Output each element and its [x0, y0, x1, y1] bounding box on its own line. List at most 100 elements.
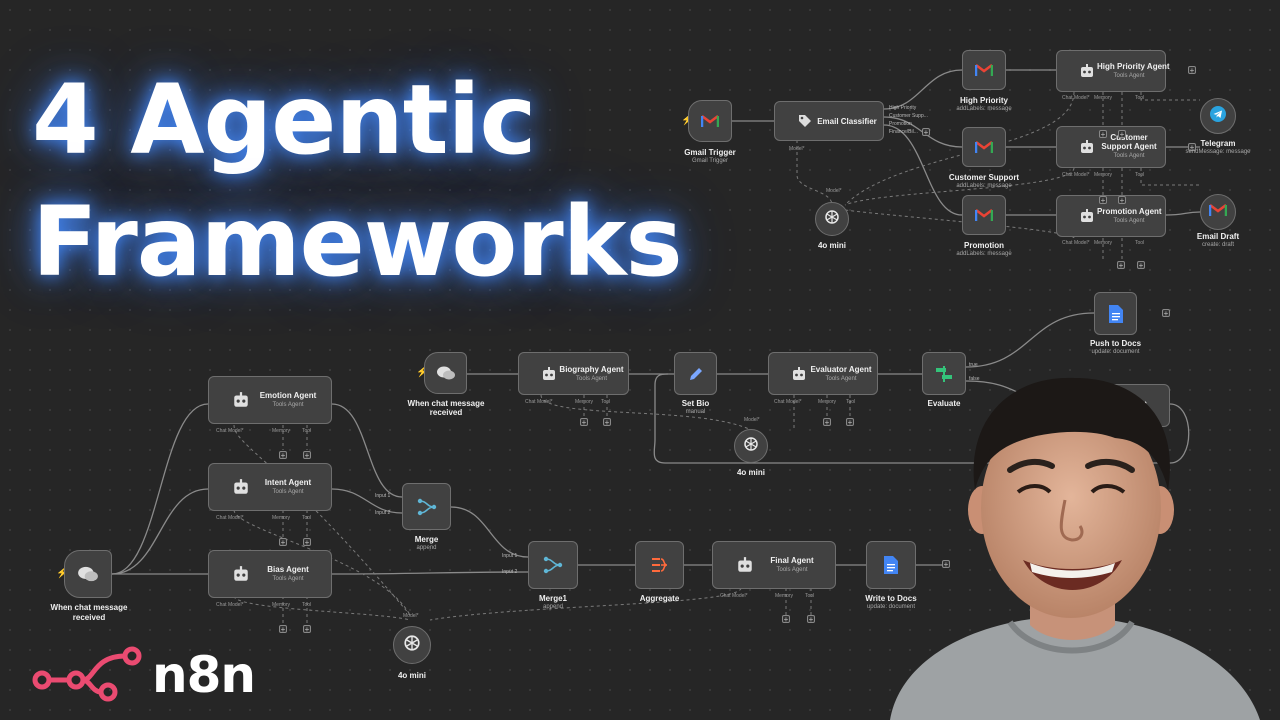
- openai-model-node-2[interactable]: 4o mini: [734, 429, 768, 477]
- tool-port: Tool: [1135, 172, 1145, 178]
- gmail-high-sub: addLabels: message: [956, 106, 1012, 112]
- promotion-agent-node[interactable]: Promotion Agent Tools Agent: [1056, 195, 1166, 237]
- merge1-sub: append: [542, 604, 564, 610]
- write-to-docs-sub: update: document: [866, 604, 916, 610]
- openai-icon: [743, 436, 759, 457]
- telegram-icon: [1210, 105, 1226, 127]
- openai-model-node[interactable]: 4o mini: [815, 202, 849, 250]
- merge-node[interactable]: Merge append: [402, 483, 451, 551]
- memory-port: Memory: [1094, 172, 1113, 178]
- set-bio-title: Set Bio: [681, 399, 710, 408]
- chat-trigger-node-3[interactable]: When chat message received: [51, 550, 127, 622]
- tool-port: Tool: [1135, 240, 1145, 246]
- high-priority-agent-node[interactable]: High Priority Agent Tools Agent: [1056, 50, 1170, 92]
- chat-model-port: Chat Model*: [720, 593, 748, 599]
- push-to-docs-title: Push to Docs: [1089, 339, 1142, 348]
- add-node-plus[interactable]: +: [1099, 196, 1107, 205]
- chat-trigger-node-2[interactable]: When chat message received: [408, 352, 484, 417]
- emotion-agent-title: Emotion Agent: [259, 391, 317, 400]
- merge1-input-2: Input 2: [502, 569, 518, 575]
- bias-agent-sub: Tools Agent: [272, 576, 304, 582]
- chat-trigger-2-title: When chat message received: [407, 399, 485, 417]
- email-classifier-node[interactable]: Email Classifier: [774, 101, 884, 141]
- classifier-output-promotion: Promotion: [889, 121, 912, 127]
- aggregate-icon: [636, 542, 683, 588]
- add-node-plus[interactable]: +: [846, 418, 854, 427]
- gmail-icon: [689, 101, 731, 141]
- chat-bubble-icon: [425, 353, 466, 393]
- add-node-plus[interactable]: +: [823, 418, 831, 427]
- telegram-title: Telegram: [1200, 139, 1236, 148]
- gmail-promo-title: Promotion: [964, 241, 1004, 250]
- evaluator-agent-node[interactable]: Evaluator Agent Tools Agent: [768, 352, 878, 395]
- add-node-plus[interactable]: +: [580, 418, 588, 427]
- write-to-docs-node[interactable]: Write to Docs update: document: [865, 541, 917, 610]
- tool-port: Tool: [601, 399, 611, 405]
- add-node-plus[interactable]: +: [303, 538, 311, 547]
- classifier-output-finance: Finance/Bil...: [889, 129, 918, 135]
- gmail-promotion-node[interactable]: Promotion addLabels: message: [956, 195, 1012, 257]
- add-node-plus[interactable]: +: [279, 451, 287, 460]
- gmail-trigger-title: Gmail Trigger: [684, 148, 736, 157]
- evaluate-node[interactable]: Evaluate: [922, 352, 966, 408]
- telegram-node[interactable]: Telegram sendMessage: message: [1185, 98, 1251, 155]
- customer-support-agent-node[interactable]: Customer Support Agent Tools Agent: [1056, 126, 1166, 168]
- add-node-plus[interactable]: +: [782, 615, 790, 624]
- add-node-plus[interactable]: +: [303, 625, 311, 634]
- emotion-agent-node[interactable]: Emotion Agent Tools Agent: [208, 376, 332, 424]
- gmail-promo-sub: addLabels: message: [956, 251, 1012, 257]
- telegram-sub: sendMessage: message: [1185, 149, 1251, 155]
- set-bio-node[interactable]: Set Bio manual: [674, 352, 717, 415]
- chat-model-port: Chat Model*: [774, 399, 802, 405]
- push-to-docs-node[interactable]: Push to Docs update: document: [1090, 292, 1141, 355]
- chat-model-port: Chat Model*: [1062, 172, 1090, 178]
- add-node-plus[interactable]: +: [1162, 309, 1170, 318]
- robot-icon: [231, 564, 251, 584]
- gmail-trigger-node[interactable]: Gmail Trigger Gmail Trigger: [684, 100, 736, 164]
- add-node-plus[interactable]: +: [603, 418, 611, 427]
- add-node-plus[interactable]: +: [1118, 130, 1126, 139]
- add-node-plus[interactable]: +: [303, 451, 311, 460]
- model-port-label: Model*: [403, 613, 419, 619]
- memory-port: Memory: [272, 602, 291, 608]
- bias-agent-title: Bias Agent: [267, 565, 309, 574]
- memory-port: Memory: [1094, 240, 1113, 246]
- openai-model-node-3[interactable]: 4o mini: [393, 626, 431, 680]
- high-priority-agent-sub: Tools Agent: [1113, 73, 1145, 79]
- merge1-title: Merge1: [538, 594, 567, 603]
- add-node-plus[interactable]: +: [1188, 143, 1196, 152]
- merge-icon: [403, 484, 450, 529]
- email-draft-node[interactable]: Email Draft create: draft: [1197, 194, 1239, 248]
- final-agent-node[interactable]: Final Agent Tools Agent: [712, 541, 836, 589]
- customer-support-agent-sub: Tools Agent: [1113, 153, 1145, 159]
- tag-icon: [795, 111, 815, 131]
- add-node-plus[interactable]: +: [922, 128, 930, 137]
- intent-agent-node[interactable]: Intent Agent Tools Agent: [208, 463, 332, 511]
- add-node-plus[interactable]: +: [279, 538, 287, 547]
- add-node-plus[interactable]: +: [1118, 196, 1126, 205]
- customer-support-agent-title: Customer Support Agent: [1101, 133, 1157, 151]
- chat-model-port: Chat Model*: [216, 428, 244, 434]
- gmail-icon: [963, 128, 1005, 166]
- add-node-plus[interactable]: +: [1099, 130, 1107, 139]
- gmail-customer-support-node[interactable]: Customer Support addLabels: message: [949, 127, 1019, 189]
- emotion-agent-sub: Tools Agent: [272, 402, 304, 408]
- add-node-plus[interactable]: +: [1188, 66, 1196, 75]
- add-node-plus[interactable]: +: [807, 615, 815, 624]
- gmail-icon: [1208, 203, 1228, 222]
- robot-icon: [1077, 137, 1097, 157]
- add-node-plus[interactable]: +: [1117, 261, 1125, 270]
- add-node-plus[interactable]: +: [1137, 261, 1145, 270]
- gmail-high-priority-node[interactable]: High Priority addLabels: message: [956, 50, 1012, 112]
- push-to-docs-sub: update: document: [1091, 349, 1140, 355]
- merge1-node[interactable]: Merge1 append: [528, 541, 578, 610]
- bias-agent-node[interactable]: Bias Agent Tools Agent: [208, 550, 332, 598]
- biography-agent-node[interactable]: Biography Agent Tools Agent: [518, 352, 629, 395]
- aggregate-node[interactable]: Aggregate: [635, 541, 684, 603]
- email-classifier-title: Email Classifier: [817, 117, 877, 126]
- add-node-plus[interactable]: +: [942, 560, 950, 569]
- chat-model-port: Chat Model*: [525, 399, 553, 405]
- add-node-plus[interactable]: +: [279, 625, 287, 634]
- openai-icon: [403, 634, 421, 657]
